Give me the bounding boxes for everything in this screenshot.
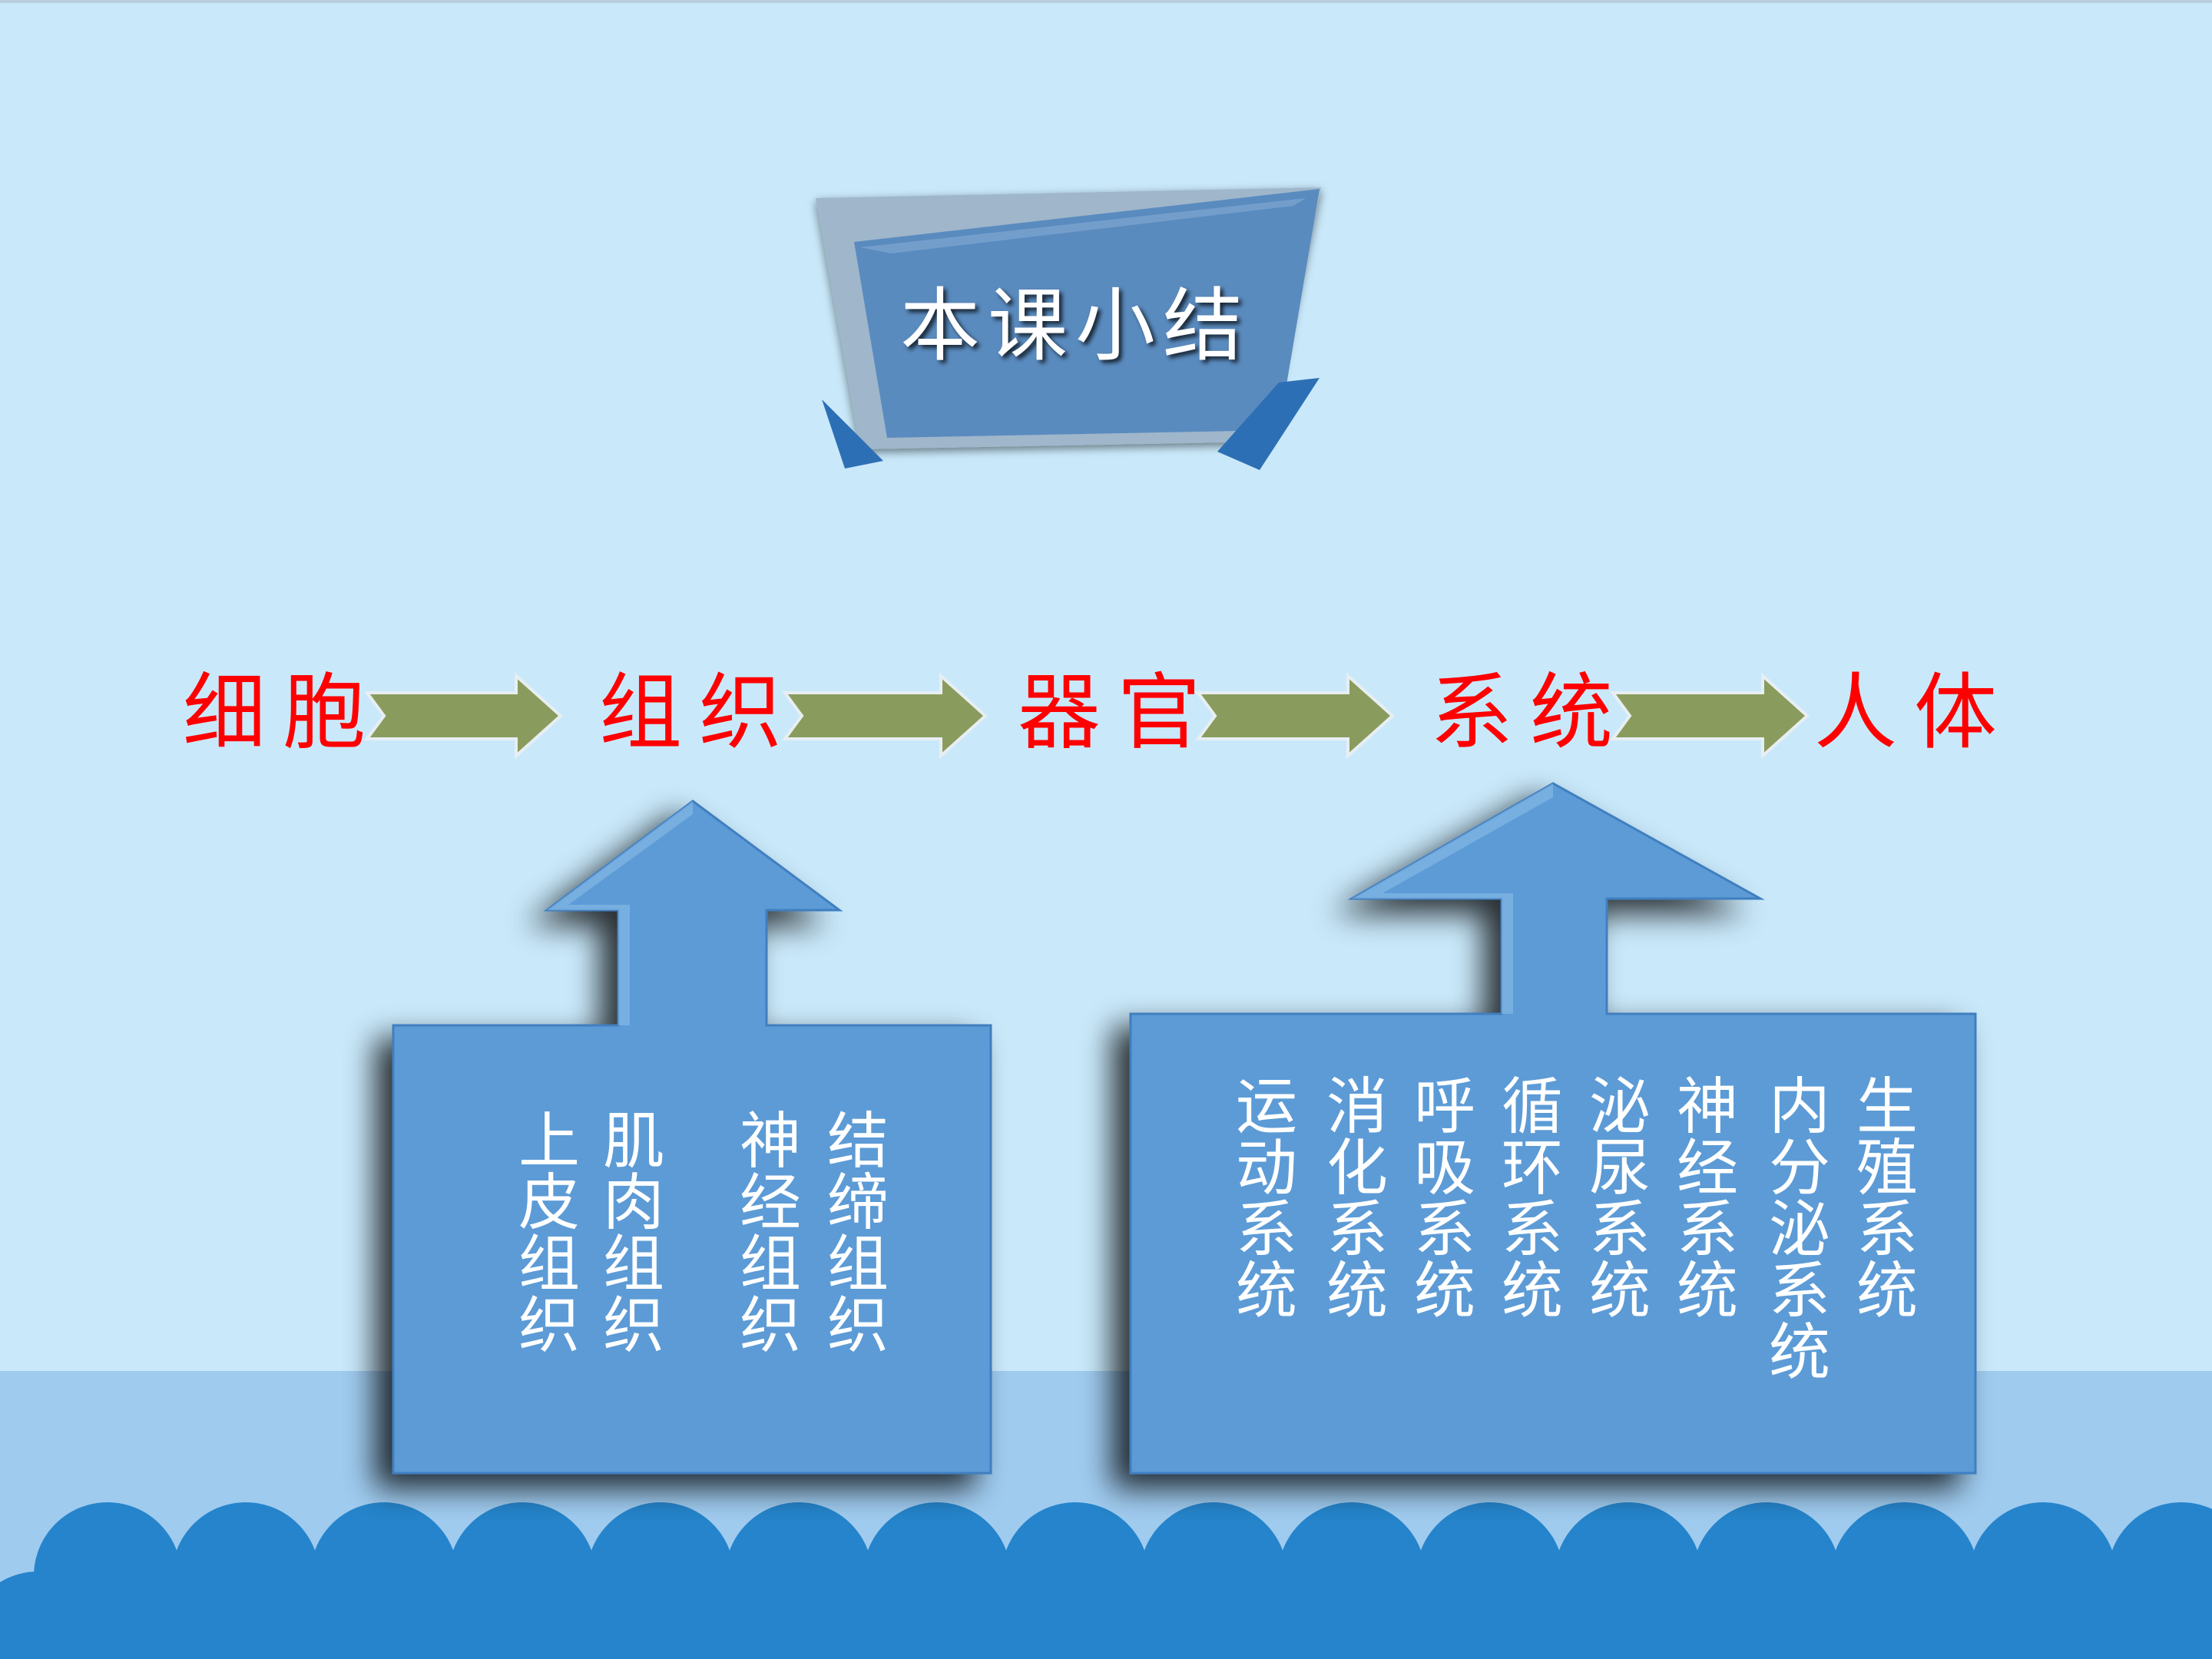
flow-arrow-4: [1610, 672, 1810, 760]
stage-human-body: 人体: [1814, 665, 2015, 761]
wave-circle: [1071, 1571, 1218, 1659]
system-circulatory: 循环系统: [1492, 1074, 1563, 1320]
stage-organ: 器官: [1018, 665, 1218, 761]
tissue-nervous: 神经组织: [730, 1108, 801, 1354]
wave-circle: [794, 1571, 942, 1659]
wave-circle: [1347, 1571, 1495, 1659]
wave-circle: [2038, 1571, 2186, 1659]
wave-circle: [2177, 1582, 2212, 1659]
stage-cell: 细胞: [183, 665, 383, 761]
stage-tissue: 组织: [599, 665, 800, 761]
tissue-box: [392, 800, 992, 1475]
page-title: 本课小结: [899, 279, 1250, 373]
wave-circle: [103, 1571, 250, 1659]
title-corner-right-icon: [1217, 378, 1320, 470]
flow-arrows: [364, 672, 1810, 760]
flow-arrow-1: [364, 672, 563, 760]
flow-arrow-3: [1195, 672, 1395, 760]
wave-circle: [656, 1571, 803, 1659]
wave-circle: [241, 1571, 389, 1659]
flow-arrow-2: [782, 672, 988, 760]
wave-circle: [932, 1571, 1080, 1659]
system-arrow-highlight: [1352, 783, 1553, 1014]
tissue-arrow-highlight: [547, 801, 693, 1025]
system-digestive: 消化系统: [1316, 1074, 1388, 1320]
system-endocrine: 内分泌系统: [1759, 1074, 1830, 1381]
system-motor: 运动系统: [1226, 1074, 1297, 1320]
wave-circle: [1209, 1571, 1356, 1659]
tissue-muscle: 肌肉组织: [593, 1108, 664, 1354]
title-card: [816, 187, 1321, 470]
top-border: [0, 0, 2212, 3]
system-nervous: 神经系统: [1667, 1074, 1738, 1320]
tissue-epithelial: 上皮组织: [508, 1108, 580, 1354]
wave-circle: [518, 1571, 665, 1659]
wave-circle: [1624, 1571, 1771, 1659]
tissue-connective: 结缔组织: [817, 1108, 889, 1354]
wave-circle: [1900, 1571, 2048, 1659]
stage-system: 系统: [1430, 665, 1631, 761]
wave-decoration: [0, 1502, 2212, 1659]
wave-circle: [1485, 1571, 1633, 1659]
wave-circle: [1762, 1571, 1909, 1659]
wave-circle: [379, 1571, 527, 1659]
system-respiratory: 呼吸系统: [1404, 1074, 1475, 1320]
wave-circle: [0, 1571, 112, 1659]
title-corner-left-icon: [822, 399, 883, 469]
system-urinary: 泌尿系统: [1579, 1074, 1651, 1320]
system-reproductive: 生殖系统: [1846, 1074, 1918, 1320]
